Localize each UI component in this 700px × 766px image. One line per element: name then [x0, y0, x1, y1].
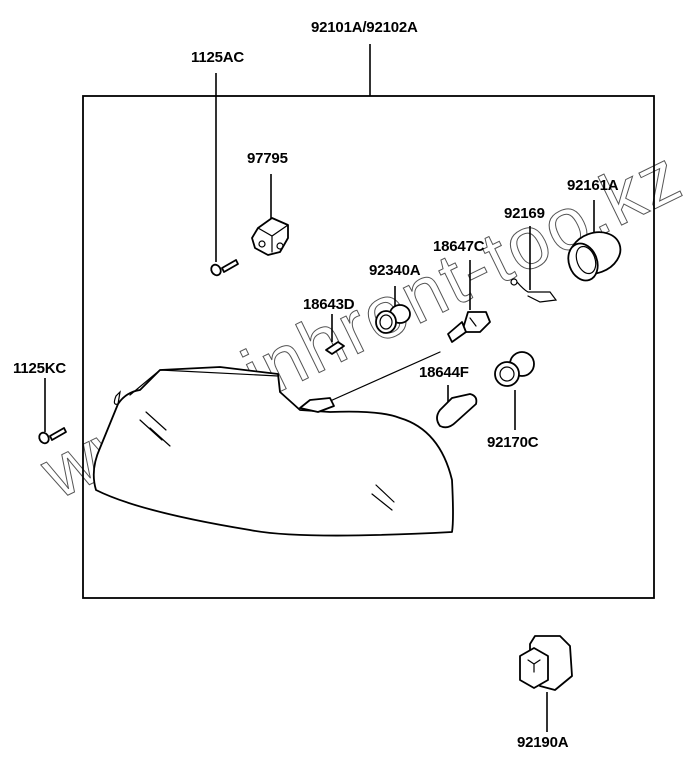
cap-92190A-icon: [519, 635, 573, 691]
label-1125KC: 1125KC: [13, 360, 67, 377]
label-92190A: 92190A: [517, 734, 569, 751]
spring-clip-92169-icon: [510, 278, 558, 303]
screw-1125KC-icon: [38, 427, 67, 445]
label-92169: 92169: [504, 205, 545, 222]
wedge-bulb-18643D-icon: [325, 341, 345, 355]
label-97795: 97795: [247, 150, 288, 167]
label-92170C: 92170C: [487, 434, 539, 451]
socket-92340A-icon: [375, 304, 411, 334]
socket-92170C-icon: [494, 351, 535, 387]
headlamp-housing-icon: [92, 366, 454, 537]
label-92161A: 92161A: [567, 177, 619, 194]
label-18644F: 18644F: [419, 364, 469, 381]
socket-cap-92161A-icon: [567, 231, 622, 282]
label-92101A-92102A: 92101A/92102A: [311, 19, 418, 36]
label-92340A: 92340A: [369, 262, 421, 279]
bulb-18644F-icon: [436, 393, 478, 429]
clip-97795-icon: [251, 217, 289, 256]
halogen-bulb-18647C-icon: [447, 311, 491, 343]
label-18647C: 18647C: [433, 238, 485, 255]
label-1125AC: 1125AC: [191, 49, 245, 66]
assembly-frame: [82, 95, 655, 599]
label-18643D: 18643D: [303, 296, 355, 313]
screw-1125AC-icon: [210, 259, 239, 277]
